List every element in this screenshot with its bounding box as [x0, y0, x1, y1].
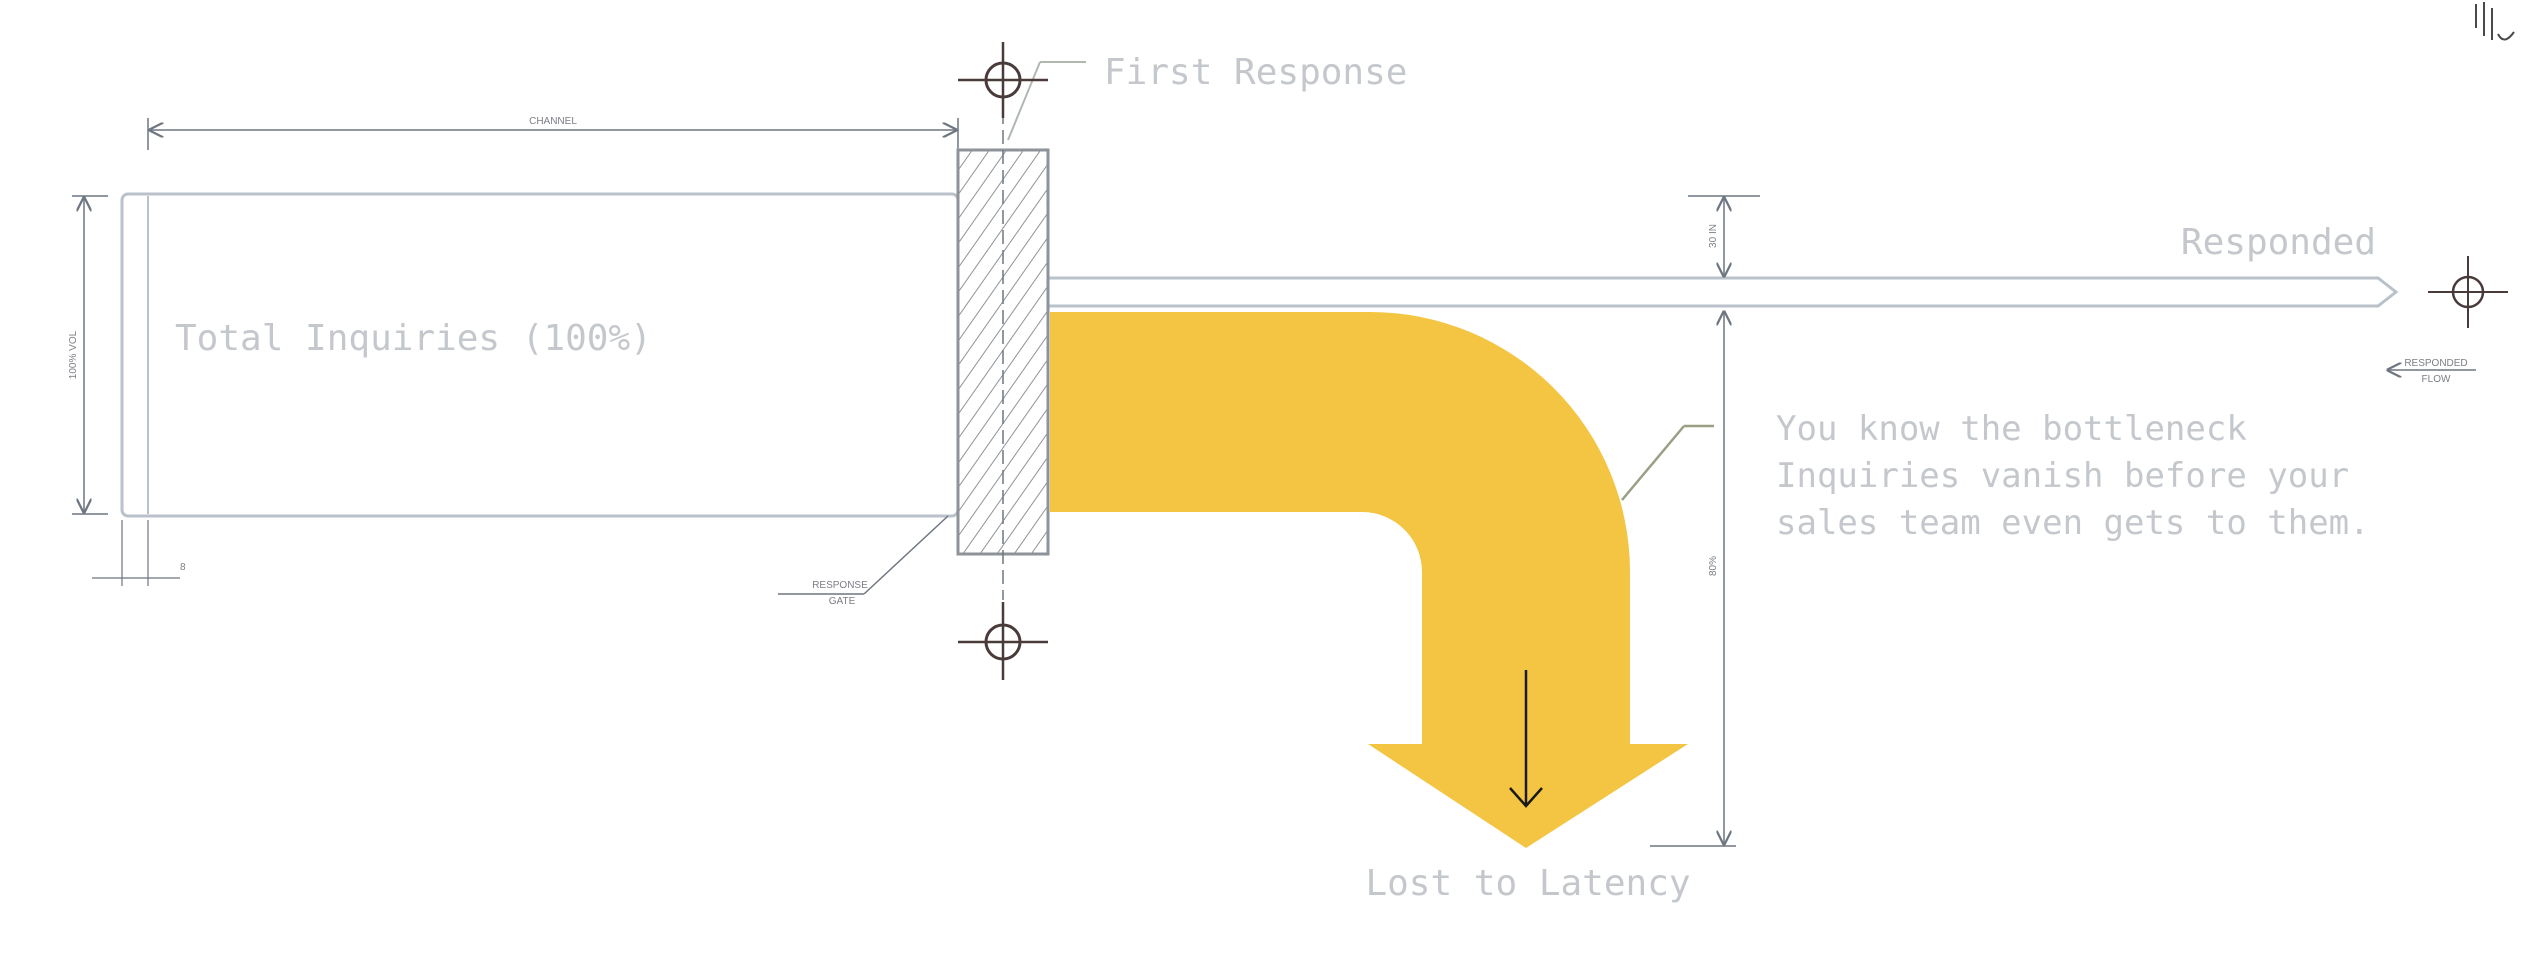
gate-note-2: GATE	[829, 596, 856, 607]
response-gate: RESPONSE GATE	[778, 110, 1050, 607]
gate-callout: First Response	[1007, 52, 1407, 141]
gate-note-1: RESPONSE	[812, 580, 868, 591]
corner-tag: 8	[180, 562, 186, 573]
responded-gap-dimension: 30 IN	[1688, 195, 1760, 276]
lost-height-tag: 80%	[1708, 556, 1719, 576]
target-right-icon	[2428, 256, 2508, 328]
callout-line-3: sales team even gets to them.	[1776, 503, 2370, 543]
top-width-tag: CHANNEL	[529, 116, 577, 127]
left-height-dimension: 100% VOL	[68, 195, 108, 515]
responded-flow: Responded	[1046, 222, 2399, 308]
source-label: Total Inquiries (100%)	[175, 318, 652, 359]
end-note: RESPONDED FLOW	[2388, 358, 2476, 385]
top-width-dimension: CHANNEL	[147, 116, 959, 150]
responded-label: Responded	[2181, 222, 2376, 263]
source-block: Total Inquiries (100%)	[120, 192, 960, 518]
lost-height-dimension: 80%	[1650, 312, 1736, 847]
end-note-1: RESPONDED	[2404, 358, 2467, 369]
loss-flow: Lost to Latency	[1050, 312, 1691, 904]
target-top-icon	[958, 42, 1048, 118]
corner-dimension: 8	[92, 520, 186, 586]
end-note-2: FLOW	[2422, 374, 2451, 385]
bottleneck-callout: You know the bottleneck Inquiries vanish…	[1621, 409, 2370, 543]
lost-label: Lost to Latency	[1365, 863, 1690, 904]
corner-mark-icon	[2475, 2, 2515, 41]
responded-gap-tag: 30 IN	[1708, 224, 1719, 248]
callout-line-1: You know the bottleneck	[1776, 409, 2247, 449]
left-height-tag: 100% VOL	[68, 330, 79, 379]
target-bottom-icon	[958, 602, 1048, 680]
callout-line-2: Inquiries vanish before your	[1776, 456, 2349, 496]
gate-label: First Response	[1104, 52, 1407, 93]
